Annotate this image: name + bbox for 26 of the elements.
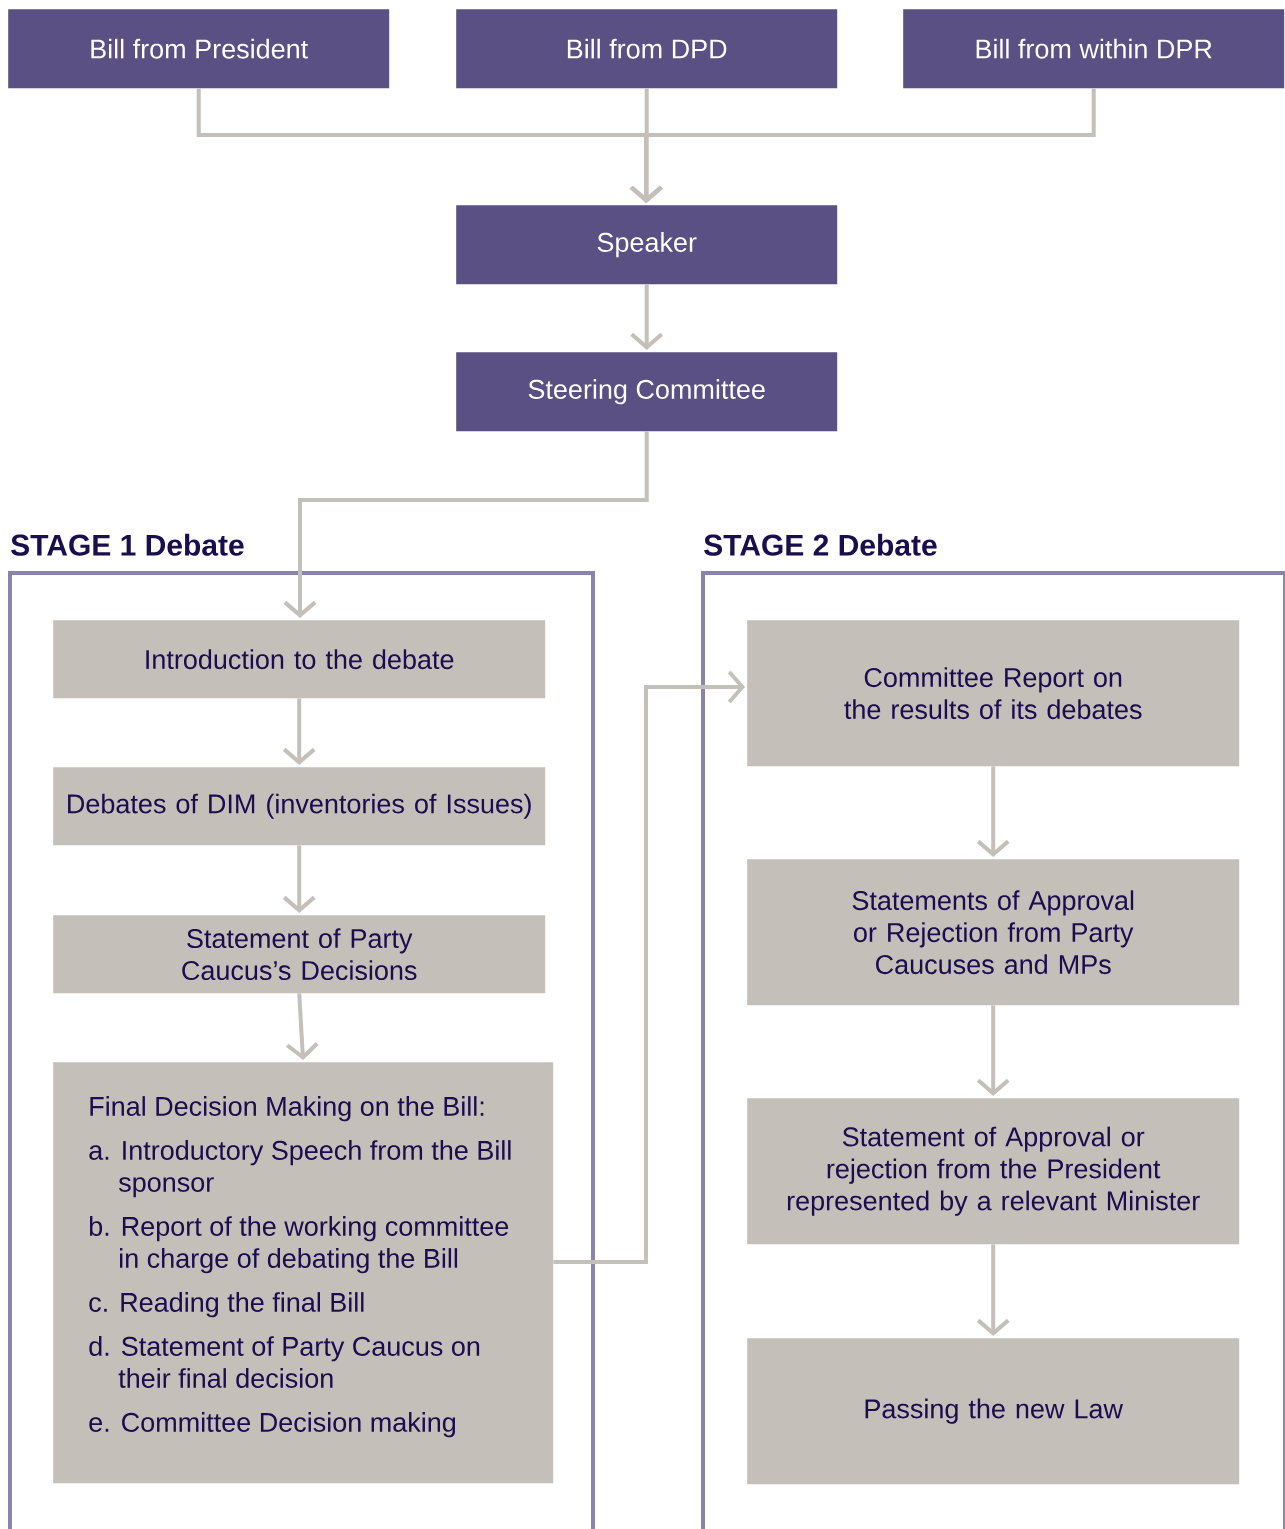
stage-heading: STAGE 2 Debate bbox=[704, 533, 937, 556]
arrow bbox=[282, 698, 316, 765]
arrow bbox=[629, 88, 1096, 203]
process-box: Statement of Party Caucus’s Decisions bbox=[53, 915, 546, 994]
process-box: Introduction to the debate bbox=[53, 620, 546, 699]
process-box: Statement of Approval or rejection from the President represented by a relevant Minister bbox=[747, 1098, 1240, 1245]
arrow bbox=[283, 431, 649, 618]
arrow bbox=[630, 284, 663, 350]
process-box: Bill from within DPR bbox=[903, 9, 1285, 89]
process-box: Statements of Approval or Rejection from Party Caucuses and MPs bbox=[747, 859, 1240, 1006]
process-box: Final Decision Making on the Bill: a. Introductory Speech from the Bill sponsor b. Report of the working committee in charge of debating the Bill c. Reading the final Bill d. Statement of Party Caucus on their final decision e. Committee Decision making bbox=[53, 1062, 554, 1484]
process-box: Committee Report on the results of its debates bbox=[747, 620, 1240, 767]
process-box: Bill from President bbox=[8, 9, 390, 89]
arrow bbox=[282, 845, 316, 913]
process-box: Debates of DIM (inventories of Issues) bbox=[53, 767, 546, 846]
process-box: Bill from DPD bbox=[456, 9, 838, 89]
arrow bbox=[976, 766, 1010, 857]
process-box: Speaker bbox=[456, 205, 838, 285]
arrow bbox=[630, 88, 663, 203]
arrow bbox=[976, 1244, 1010, 1336]
arrow bbox=[286, 993, 319, 1060]
process-box: Passing the new Law bbox=[747, 1338, 1240, 1485]
arrow bbox=[976, 1005, 1010, 1096]
stage-heading: STAGE 1 Debate bbox=[11, 533, 244, 556]
process-box: Steering Committee bbox=[456, 352, 838, 432]
arrow bbox=[553, 670, 745, 1264]
